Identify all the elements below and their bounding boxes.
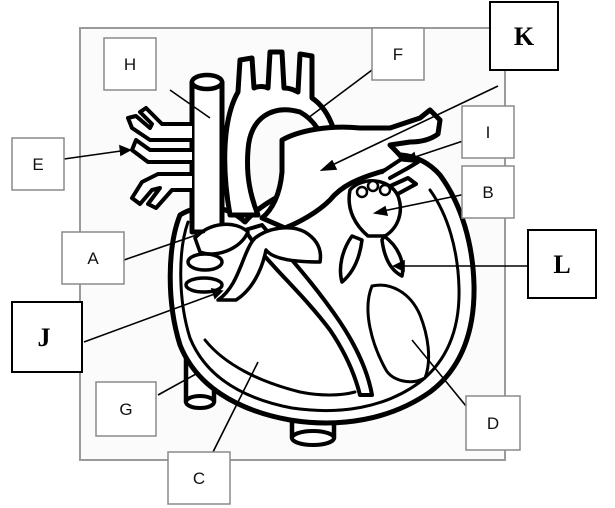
label-c: C xyxy=(193,469,205,488)
pulmonary-vein-opening-2 xyxy=(368,181,378,191)
pulmonary-vein-opening-1 xyxy=(357,187,367,197)
label-box-i: I xyxy=(462,106,514,158)
label-box-l: L xyxy=(528,230,596,298)
label-box-h: H xyxy=(104,38,156,90)
label-h: H xyxy=(124,55,136,74)
label-box-k: K xyxy=(490,2,558,70)
label-box-j: J xyxy=(12,302,82,372)
label-box-e: E xyxy=(12,138,64,190)
label-a: A xyxy=(87,249,99,268)
label-b: B xyxy=(482,183,493,202)
tricuspid-valve-flap xyxy=(188,254,222,270)
label-box-c: C xyxy=(168,452,230,504)
pulmonary-vein-opening-3 xyxy=(380,185,390,195)
label-l: L xyxy=(553,250,570,279)
label-box-f: F xyxy=(372,28,424,80)
label-box-b: B xyxy=(462,166,514,218)
label-e: E xyxy=(32,155,43,174)
label-f: F xyxy=(393,45,403,64)
label-box-a: A xyxy=(62,232,124,284)
label-box-d: D xyxy=(466,396,520,450)
label-box-g: G xyxy=(96,382,156,436)
label-d: D xyxy=(487,414,499,433)
label-k: K xyxy=(514,22,535,51)
label-i: I xyxy=(486,123,491,142)
label-j: J xyxy=(38,323,51,352)
superior-vena-cava xyxy=(192,75,222,232)
label-g: G xyxy=(119,400,132,419)
